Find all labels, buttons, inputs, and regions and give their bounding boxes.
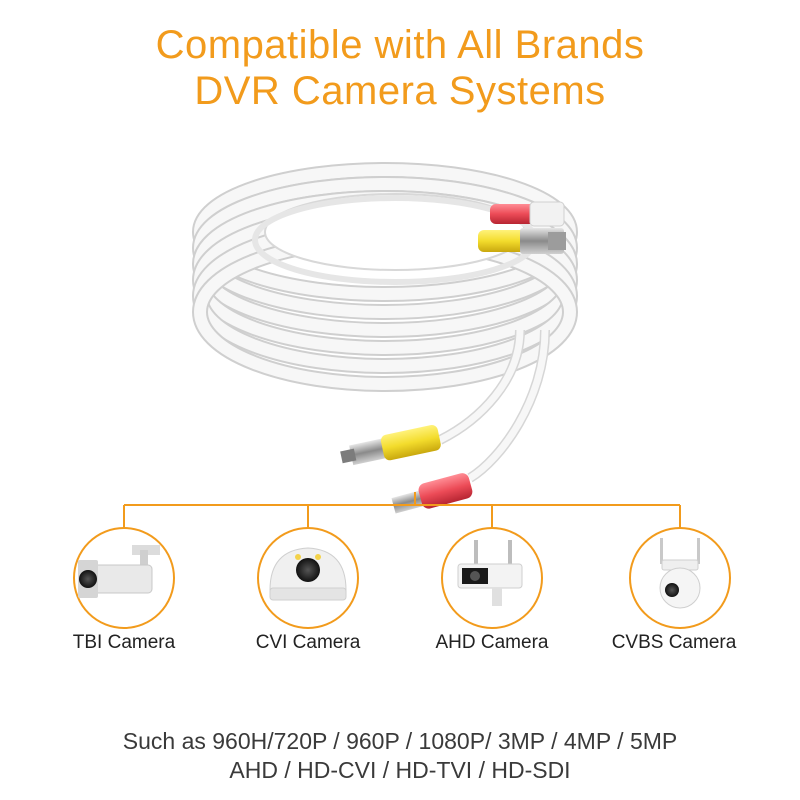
camera-circle-4 [629,527,731,629]
camera-circle-1 [73,527,175,629]
bottom-dc-connector [391,473,473,514]
headline-line-2: DVR Camera Systems [194,69,606,113]
camera-circle-3 [441,527,543,629]
camera-label-cvi: CVI Camera [255,632,361,653]
spec-formats: AHD / HD-CVI / HD-TVI / HD-SDI [229,757,571,783]
camera-circle-2 [257,527,359,629]
camera-label-cvbs: CVBS Camera [611,632,737,653]
dome-camera-icon [269,547,347,601]
top-yellow-connector [478,228,566,254]
bullet-camera-icon [78,545,160,598]
camera-label-tbi: TBI Camera [72,632,176,653]
spec-resolutions: Such as 960H/720P / 960P / 1080P/ 3MP / … [122,728,678,754]
connector-lines [123,492,681,528]
wireless-bullet-camera-icon [457,540,523,606]
headline: Compatible with All Brands DVR Camera Sy… [0,22,800,114]
cable-coil [192,162,578,392]
headline-line-1: Compatible with All Brands [155,23,645,67]
bottom-bnc-connector [340,425,441,466]
ptz-camera-icon [659,538,701,609]
top-red-connector [490,201,565,227]
camera-label-ahd: AHD Camera [435,632,549,653]
